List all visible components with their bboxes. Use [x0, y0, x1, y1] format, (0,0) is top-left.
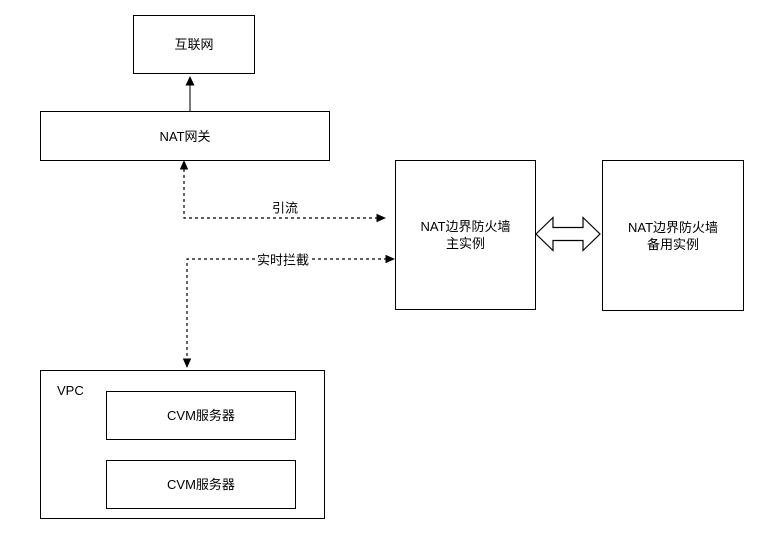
arrowhead-up-icon [179, 160, 189, 170]
node-vpc-label: VPC [57, 383, 84, 398]
node-internet-label: 互联网 [174, 37, 214, 52]
node-nat-gateway: NAT网关 [40, 111, 330, 161]
arrowhead-right-icon [385, 254, 395, 264]
node-cvm-server-1-label: CVM服务器 [167, 408, 235, 423]
node-firewall-primary-label: NAT边界防火墙 主实例 [420, 219, 511, 251]
arrowhead-down-icon [182, 358, 192, 368]
edge-interception [182, 254, 395, 368]
node-firewall-backup: NAT边界防火墙 备用实例 [602, 160, 744, 311]
edge-nat-to-internet [185, 76, 195, 112]
edge-label-interception: 实时拦截 [254, 249, 312, 269]
node-firewall-backup-label: NAT边界防火墙 备用实例 [627, 219, 719, 252]
node-cvm-server-2: CVM服务器 [106, 460, 296, 509]
node-nat-gateway-label: NAT网关 [159, 128, 211, 144]
double-arrow-icon [535, 216, 601, 252]
edge-label-diversion: 引流 [269, 197, 301, 217]
node-cvm-server-2-label: CVM服务器 [167, 477, 235, 492]
node-cvm-server-1: CVM服务器 [106, 391, 296, 440]
arrowhead-right-icon [376, 213, 386, 223]
node-firewall-primary: NAT边界防火墙 主实例 [395, 160, 536, 310]
arrowhead-up-icon [185, 76, 195, 86]
node-internet: 互联网 [133, 15, 255, 74]
